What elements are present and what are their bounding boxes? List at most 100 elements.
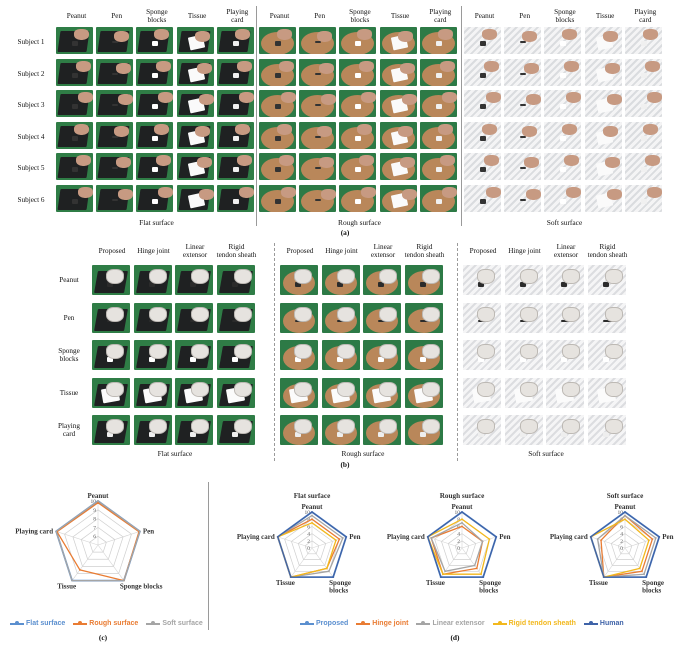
radar-point: [624, 518, 626, 521]
hand: [437, 29, 453, 40]
photo-tile: [339, 121, 377, 149]
photo-tile: [624, 184, 662, 212]
col-label-peanut: Peanut: [474, 12, 495, 20]
photo-tile: [587, 340, 626, 370]
photo-tile: [339, 58, 377, 86]
object-row-label-peanut: Peanut: [59, 276, 79, 284]
object: [561, 432, 567, 437]
robot-hand: [562, 269, 580, 284]
photo-tile: [92, 340, 130, 370]
object: [561, 357, 567, 362]
radar-tick-label: 0: [620, 546, 623, 552]
legend-c: Flat surface Rough surface Soft surface: [10, 620, 203, 627]
photo-tile: [280, 302, 318, 333]
panel-b-divider: [274, 243, 275, 461]
photo-tile: [546, 415, 584, 445]
col-label-hinge: Hinge joint: [325, 247, 358, 255]
legend-item-rigid: Rigid tendon sheath: [492, 620, 576, 627]
object: [378, 282, 384, 287]
legend-item-flat: Flat surface: [10, 620, 65, 627]
photo-tile: [175, 265, 213, 295]
photo-tile: [584, 184, 622, 212]
surface-caption-b-0: Flat surface: [157, 449, 193, 458]
object: [435, 135, 442, 141]
photo-tile: [419, 27, 457, 54]
object: [336, 282, 343, 287]
hand: [118, 188, 134, 200]
object: [336, 432, 343, 437]
photo-tile: [463, 377, 501, 408]
radar-point: [602, 576, 605, 579]
photo-tile: [504, 90, 542, 117]
subject-label-1: Subject 1: [17, 38, 45, 46]
photo-tile: [299, 27, 337, 54]
hand: [566, 92, 582, 103]
radar-point: [335, 539, 337, 542]
radar-point: [444, 570, 446, 573]
photo-tile: [259, 58, 296, 86]
object: [231, 357, 238, 362]
photo-tile: [504, 340, 543, 370]
hand: [646, 92, 662, 103]
photo-tile: [299, 90, 337, 117]
object: [378, 357, 384, 362]
photo-tile: [464, 121, 501, 149]
hand: [317, 125, 333, 137]
surface-caption-a-2: Soft surface: [546, 218, 583, 227]
robot-hand: [336, 306, 355, 322]
robot-hand: [519, 381, 538, 397]
photo-tile: [299, 58, 337, 86]
hand: [279, 60, 294, 72]
photo-tile: [404, 340, 443, 370]
photo-tile: [321, 265, 360, 295]
radar-axis-label-tissue: Tissue: [426, 579, 445, 587]
object: [560, 167, 567, 172]
photo-tile: [216, 340, 255, 370]
col-label-linear: Linear extensor: [182, 243, 208, 259]
radar-series-hinge-joint: [600, 514, 654, 578]
robot-hand: [148, 306, 167, 322]
photo-tile: [363, 377, 401, 408]
radar-spoke: [97, 544, 125, 581]
photo-tile: [544, 153, 582, 180]
robot-hand: [379, 381, 397, 397]
object: [520, 41, 527, 43]
col-label-pen: Pen: [111, 12, 123, 20]
photo-tile: [624, 121, 662, 149]
object: [519, 357, 526, 362]
object: [480, 167, 486, 172]
radar-tick-label: 2: [457, 539, 460, 545]
photo-tile: [216, 302, 255, 333]
hand: [76, 60, 91, 72]
panel-c-caption: (c): [98, 633, 108, 642]
object: [602, 357, 609, 362]
object: [148, 282, 155, 287]
robot-hand: [477, 381, 495, 397]
robot-hand: [233, 306, 252, 322]
object: [232, 135, 239, 141]
photo-tile: [544, 121, 582, 149]
robot-hand: [421, 306, 440, 322]
col-label-proposed: Proposed: [286, 247, 314, 255]
photo-tile: [176, 90, 214, 117]
col-label-pen: Pen: [314, 12, 326, 20]
panel-b-caption: (b): [340, 460, 350, 469]
photo-tile: [404, 415, 443, 445]
robot-hand: [294, 381, 312, 397]
object: [378, 432, 384, 437]
photo-tile: [321, 340, 360, 370]
object: [435, 104, 442, 109]
object: [72, 41, 78, 46]
photo-tile: [280, 340, 318, 370]
subject-label-2: Subject 2: [17, 69, 45, 78]
radar-grid-ring: [617, 540, 633, 555]
radar-point: [488, 538, 491, 541]
radar-grid-ring: [291, 525, 333, 566]
photo-tile: [133, 340, 172, 370]
hand: [321, 188, 337, 200]
object: [560, 41, 567, 46]
photo-tile: [419, 58, 457, 86]
radar-point: [638, 567, 641, 570]
object: [275, 198, 281, 204]
object: [480, 72, 486, 78]
